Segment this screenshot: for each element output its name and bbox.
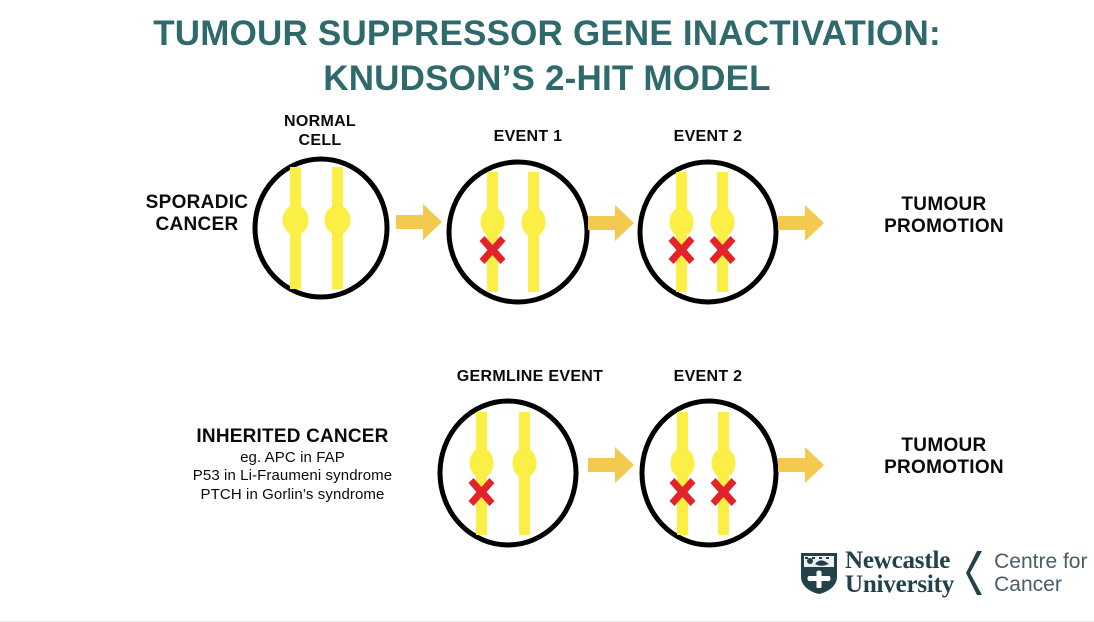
mutation-x-left [468,478,495,506]
arrow-normal-to-event1 [396,202,442,242]
chromosome-right [521,172,546,292]
cell-label-event-1-line-1: EVENT 1 [493,128,563,145]
row-label-inherited-sub-2: P53 in Li-Fraumeni syndrome [192,467,393,485]
cell-label-normal-cell: NORMAL CELL [240,113,400,151]
cell-event-2-sporadic [634,158,782,306]
cell-label-event-2-inherited-line-1: EVENT 2 [673,368,743,385]
logo-wordmark-line-1: Newcastle [845,547,951,574]
cell-germline-event [434,397,582,549]
cell-label-event-1: EVENT 1 [448,128,608,147]
chromosome-right [710,172,735,292]
outcome-tumour-promotion-inherited: TUMOUR PROMOTION [834,435,1054,480]
mutation-x-left [479,236,506,264]
page-title: TUMOUR SUPPRESSOR GENE INACTIVATION: KNU… [0,12,1094,102]
logo-wordmark-line-2: University [845,571,955,598]
chromosome-left [480,172,505,292]
cell-label-event-2-sporadic: EVENT 2 [628,128,788,147]
row-label-sporadic-line-1: SPORADIC [145,192,249,213]
chromosome-left [469,412,494,535]
cell-membrane [437,398,579,548]
mutation-x-left [668,236,695,264]
chromosome-right [324,167,351,289]
chevron-divider-icon [965,550,985,596]
cell-membrane [637,159,779,305]
title-line-1: TUMOUR SUPPRESSOR GENE INACTIVATION: [153,14,941,53]
cell-event-1 [443,158,593,306]
arrow-germline-to-event2 [588,445,634,485]
row-label-inherited-head: INHERITED CANCER [196,426,389,447]
arrow-event2-to-outcome-sporadic [778,203,824,243]
cell-label-normal-cell-line-1: NORMAL [283,113,356,130]
mutation-x-left [669,478,696,506]
logo-subbrand-line-1: Centre for [994,549,1088,573]
cell-label-event-2-inherited: EVENT 2 [628,368,788,387]
cell-normal [250,155,392,301]
chromosome-left [282,167,309,289]
title-line-2: KNUDSON’S 2-HIT MODEL [323,58,771,98]
chromosome-left [670,412,695,535]
chromosome-right [711,412,736,535]
logo-wordmark: Newcastle University [845,547,955,598]
chromosome-left [669,172,694,292]
cell-label-normal-cell-line-2: CELL [298,131,342,149]
row-label-sporadic-cancer: SPORADIC CANCER [112,192,282,237]
outcome-inherited-line-1: TUMOUR [901,435,987,456]
arrow-event1-to-event2 [588,203,634,243]
newcastle-university-logo: Newcastle University Centre for Cancer [800,547,1087,598]
row-label-inherited-cancer: INHERITED CANCER eg. APC in FAP P53 in L… [150,425,435,504]
row-label-inherited-sub-1: eg. APC in FAP [240,449,345,467]
arrow-event2-to-outcome-inherited [778,445,824,485]
cell-label-event-2-sporadic-line-1: EVENT 2 [673,128,743,145]
chromosome-right [512,412,537,535]
outcome-sporadic-line-1: TUMOUR [901,194,987,215]
outcome-inherited-line-2: PROMOTION [884,457,1004,479]
cell-event-2-inherited [636,397,782,549]
cell-membrane [639,398,779,548]
cell-label-germline-event: GERMLINE EVENT [420,368,640,387]
logo-subbrand-line-2: Cancer [994,573,1062,596]
mutation-x-right [710,478,737,506]
shield-crest-icon [800,552,838,595]
row-label-inherited-sub-3: PTCH in Gorlin’s syndrome [200,485,385,503]
outcome-tumour-promotion-sporadic: TUMOUR PROMOTION [834,194,1054,239]
mutation-x-right [709,236,736,264]
cell-membrane [446,159,590,305]
cell-membrane [252,156,390,300]
row-label-sporadic-line-2: CANCER [155,214,239,236]
logo-subbrand: Centre for Cancer [994,550,1087,596]
cell-label-germline-event-line-1: GERMLINE EVENT [456,368,604,385]
outcome-sporadic-line-2: PROMOTION [884,216,1004,238]
